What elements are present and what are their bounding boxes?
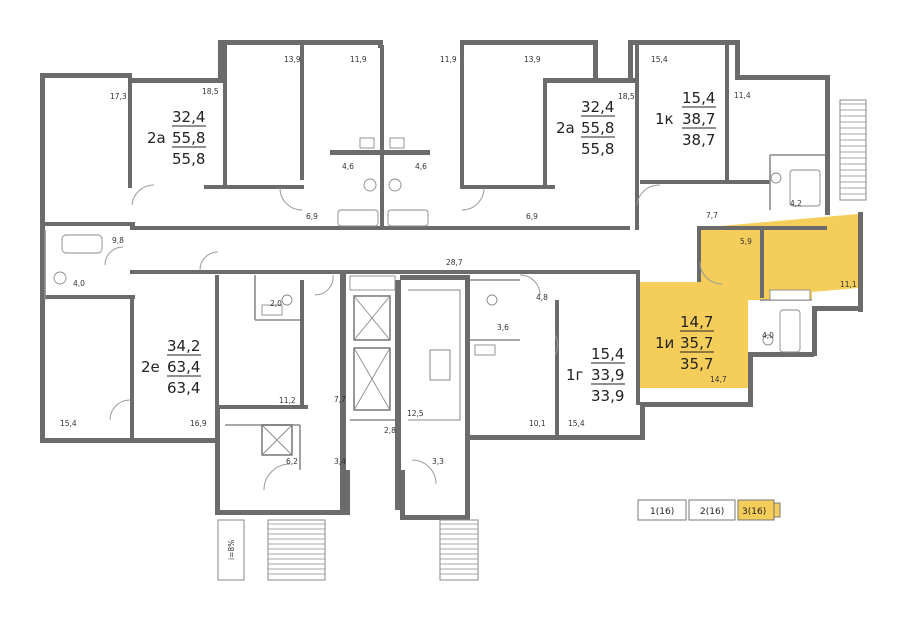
room-area: 6,2 <box>286 457 298 466</box>
room-area: 17,3 <box>110 92 127 101</box>
section-button-3[interactable]: 3(16) <box>737 499 781 521</box>
apartment-type: 2а <box>147 129 166 147</box>
room-area: 2,8 <box>384 426 396 435</box>
interior-walls <box>45 45 827 510</box>
plumbing-fixtures <box>53 137 821 356</box>
total-area: 35,7 <box>680 334 713 352</box>
apartment-label-a5[interactable]: 1г 15,4 33,9 33,9 <box>566 345 625 405</box>
living-area: 34,2 <box>167 337 200 355</box>
room-area: 13,9 <box>284 55 301 64</box>
section-button-2[interactable]: 2(16) <box>688 499 736 521</box>
room-area: 3,6 <box>497 323 509 332</box>
total-area: 38,7 <box>682 110 715 128</box>
room-area: 10,1 <box>529 419 546 428</box>
room-area: 14,7 <box>710 375 727 384</box>
total-area-alt: 35,7 <box>680 355 713 373</box>
total-area-alt: 38,7 <box>682 131 715 149</box>
total-area-alt: 55,8 <box>581 140 614 158</box>
ramp-slope-label: i=8% <box>227 540 236 560</box>
living-area: 14,7 <box>680 313 713 331</box>
apartment-type: 1г <box>566 366 584 384</box>
room-area: 13,9 <box>524 55 541 64</box>
room-area: 11,2 <box>279 396 296 405</box>
room-area: 3,4 <box>334 457 346 466</box>
room-area: 4,8 <box>536 293 548 302</box>
apartment-label-a6[interactable]: 1и 14,7 35,7 35,7 <box>655 313 714 373</box>
apartment-type: 2е <box>141 358 160 376</box>
apartment-type: 1к <box>655 110 674 128</box>
apartment-type: 2а <box>556 119 575 137</box>
room-area: 6,9 <box>526 212 538 221</box>
room-area: 5,9 <box>740 237 752 246</box>
room-area: 18,5 <box>202 87 219 96</box>
stairs <box>267 99 867 581</box>
apartment-label-a3[interactable]: 1к 15,4 38,7 38,7 <box>655 89 716 149</box>
apartment-label-a1[interactable]: 2а 32,4 55,8 55,8 <box>147 108 206 168</box>
room-area: 4,6 <box>342 162 354 171</box>
room-area: 6,9 <box>306 212 318 221</box>
total-area: 55,8 <box>172 129 205 147</box>
door-swings <box>104 184 723 491</box>
total-area: 55,8 <box>581 119 614 137</box>
room-area: 15,4 <box>568 419 585 428</box>
room-area: 12,5 <box>407 409 424 418</box>
living-area: 15,4 <box>591 345 624 363</box>
room-area: 11,9 <box>440 55 457 64</box>
room-area: 11,9 <box>350 55 367 64</box>
room-area: 11,1 <box>840 280 857 289</box>
apartment-label-a2[interactable]: 2а 32,4 55,8 55,8 <box>556 98 615 158</box>
section-legend[interactable]: 1(16) 2(16) 3(16) <box>637 499 781 521</box>
total-area: 63,4 <box>167 358 200 376</box>
section-button-1[interactable]: 1(16) <box>637 499 687 521</box>
room-area: 28,7 <box>446 258 463 267</box>
total-area: 33,9 <box>591 366 624 384</box>
room-area: 4,0 <box>762 331 774 340</box>
room-area: 15,4 <box>60 419 77 428</box>
total-area-alt: 63,4 <box>167 379 200 397</box>
section-button-1-label: 1(16) <box>650 507 674 517</box>
room-area: 7,7 <box>334 395 346 404</box>
room-area-labels: 17,3 18,5 13,9 11,9 11,9 13,9 18,5 15,4 … <box>60 55 857 466</box>
apartment-label-a4[interactable]: 2е 34,2 63,4 63,4 <box>141 337 201 397</box>
room-area: 16,9 <box>190 419 207 428</box>
highlighted-apartment[interactable] <box>640 214 858 388</box>
room-area: 4,6 <box>415 162 427 171</box>
exterior-walls <box>40 40 863 520</box>
room-area: 3,3 <box>432 457 444 466</box>
elevator-shafts <box>261 275 396 456</box>
room-area: 11,4 <box>734 91 751 100</box>
room-area: 15,4 <box>651 55 668 64</box>
room-area: 9,8 <box>112 236 124 245</box>
room-area: 7,7 <box>706 211 718 220</box>
room-area: 4,0 <box>73 279 85 288</box>
apartment-type: 1и <box>655 334 674 352</box>
room-area: 4,2 <box>790 199 802 208</box>
living-area: 32,4 <box>172 108 205 126</box>
room-area: 2,0 <box>270 299 282 308</box>
total-area-alt: 55,8 <box>172 150 205 168</box>
living-area: 32,4 <box>581 98 614 116</box>
section-button-3-label: 3(16) <box>742 507 766 517</box>
room-area: 18,5 <box>618 92 635 101</box>
total-area-alt: 33,9 <box>591 387 624 405</box>
section-button-2-label: 2(16) <box>700 507 724 517</box>
ramp <box>217 519 245 581</box>
living-area: 15,4 <box>682 89 715 107</box>
